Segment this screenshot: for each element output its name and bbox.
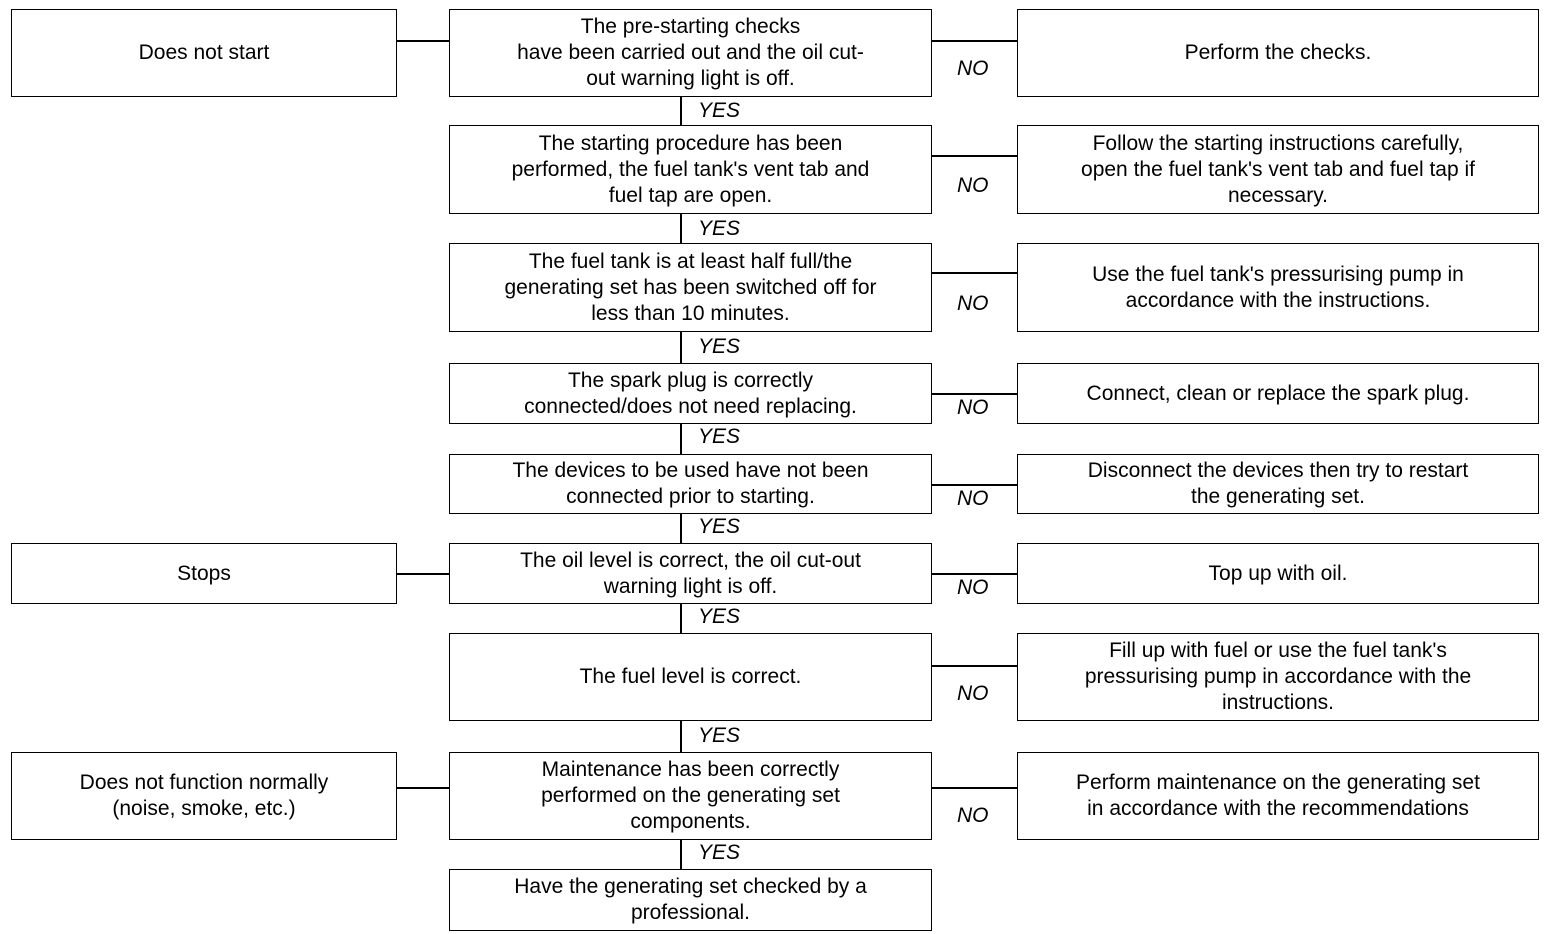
action-text: Follow the starting instructions careful… — [1081, 131, 1475, 207]
final-professional-check: Have the generating set checked by a pro… — [449, 869, 932, 931]
yes-connector-line — [680, 424, 682, 454]
check-maintenance: Maintenance has been correctly performed… — [449, 752, 932, 840]
check-text: The devices to be used have not been con… — [512, 459, 869, 508]
yes-connector-line — [680, 840, 682, 869]
check-devices: The devices to be used have not been con… — [449, 454, 932, 514]
check-text: The spark plug is correctly connected/do… — [524, 368, 857, 418]
yes-label: YES — [698, 425, 741, 448]
check-text: The starting procedure has been performe… — [511, 131, 870, 207]
no-connector-line — [932, 484, 1017, 486]
check-oil-level: The oil level is correct, the oil cut-ou… — [449, 543, 932, 604]
action-text: Perform the checks. — [1184, 41, 1372, 64]
check-text: The pre-starting checks have been carrie… — [517, 15, 864, 90]
no-connector-line — [932, 272, 1017, 274]
symptom-label: Does not function normally (noise, smoke… — [79, 771, 329, 820]
no-label: NO — [957, 804, 989, 827]
symptom-stops: Stops — [11, 543, 397, 604]
no-connector-line — [932, 155, 1017, 157]
yes-label: YES — [698, 335, 741, 358]
connector-line — [397, 40, 449, 42]
check-text: Maintenance has been correctly performed… — [541, 758, 840, 833]
action-spark-plug: Connect, clean or replace the spark plug… — [1017, 363, 1539, 424]
no-label: NO — [957, 292, 989, 315]
check-text: The fuel tank is at least half full/the … — [504, 249, 877, 325]
check-text: The fuel level is correct. — [579, 665, 802, 688]
no-label: NO — [957, 576, 989, 599]
action-fill-fuel: Fill up with fuel or use the fuel tank's… — [1017, 633, 1539, 721]
action-perform-checks: Perform the checks. — [1017, 9, 1539, 97]
no-label: NO — [957, 487, 989, 510]
no-connector-line — [932, 787, 1017, 789]
connector-line — [397, 573, 449, 575]
action-perform-maintenance: Perform maintenance on the generating se… — [1017, 752, 1539, 840]
symptom-does-not-start: Does not start — [11, 9, 397, 97]
symptom-does-not-function-normally: Does not function normally (noise, smoke… — [11, 752, 397, 840]
no-label: NO — [957, 396, 989, 419]
action-text: Use the fuel tank's pressurising pump in… — [1092, 262, 1464, 312]
action-text: Top up with oil. — [1208, 561, 1348, 585]
yes-connector-line — [680, 604, 682, 633]
check-pre-starting: The pre-starting checks have been carrie… — [449, 9, 932, 97]
action-text: Disconnect the devices then try to resta… — [1087, 459, 1469, 508]
no-connector-line — [932, 393, 1017, 395]
action-follow-starting-instructions: Follow the starting instructions careful… — [1017, 125, 1539, 214]
no-label: NO — [957, 57, 989, 80]
check-spark-plug: The spark plug is correctly connected/do… — [449, 363, 932, 424]
check-fuel-tank-level: The fuel tank is at least half full/the … — [449, 243, 932, 332]
yes-label: YES — [698, 515, 741, 538]
action-text: Fill up with fuel or use the fuel tank's… — [1084, 639, 1472, 714]
check-text: Have the generating set checked by a pro… — [514, 875, 867, 924]
yes-connector-line — [680, 332, 682, 363]
check-starting-procedure: The starting procedure has been performe… — [449, 125, 932, 214]
yes-connector-line — [680, 97, 682, 125]
check-text: The oil level is correct, the oil cut-ou… — [520, 548, 861, 598]
action-text: Perform maintenance on the generating se… — [1076, 771, 1480, 820]
action-top-up-oil: Top up with oil. — [1017, 543, 1539, 604]
check-fuel-level: The fuel level is correct. — [449, 633, 932, 721]
yes-connector-line — [680, 214, 682, 243]
no-connector-line — [932, 665, 1017, 667]
no-label: NO — [957, 682, 989, 705]
connector-line — [397, 787, 449, 789]
yes-label: YES — [698, 217, 741, 240]
symptom-label: Stops — [177, 561, 231, 585]
yes-label: YES — [698, 605, 741, 628]
yes-connector-line — [680, 514, 682, 543]
action-text: Connect, clean or replace the spark plug… — [1086, 381, 1470, 405]
no-connector-line — [932, 573, 1017, 575]
action-disconnect-devices: Disconnect the devices then try to resta… — [1017, 454, 1539, 514]
yes-connector-line — [680, 721, 682, 752]
symptom-label: Does not start — [138, 41, 270, 64]
no-connector-line — [932, 40, 1017, 42]
no-label: NO — [957, 174, 989, 197]
yes-label: YES — [698, 99, 741, 122]
yes-label: YES — [698, 841, 741, 864]
yes-label: YES — [698, 724, 741, 747]
action-use-pressurising-pump: Use the fuel tank's pressurising pump in… — [1017, 243, 1539, 332]
